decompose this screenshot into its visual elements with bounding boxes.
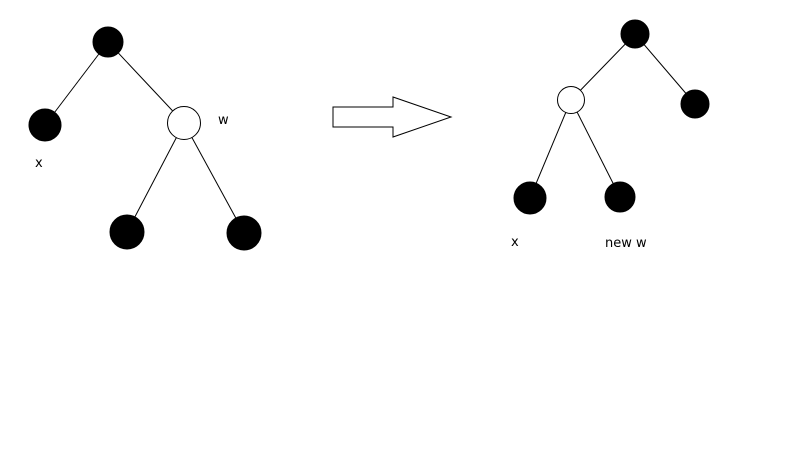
after-edge-w-x [529, 99, 572, 199]
after-tree: x new w [511, 19, 710, 251]
before-edge-root-x [44, 41, 109, 126]
after-new-w-node [604, 181, 636, 213]
after-x-node [513, 181, 547, 215]
before-root-node [92, 26, 124, 58]
right-arrow-icon [332, 96, 453, 138]
after-edge-root-w [570, 33, 636, 101]
before-edge-root-w [107, 41, 185, 124]
after-edge-root-right [634, 33, 696, 105]
before-w-label: w [218, 113, 229, 128]
before-w-left-child-node [109, 214, 145, 250]
before-w-right-child-node [226, 215, 262, 251]
before-edge-w-right [183, 122, 245, 234]
after-w-node [557, 86, 585, 114]
after-edge-w-new-w [570, 99, 621, 198]
after-right-child-node [680, 89, 710, 119]
before-tree: x w [28, 26, 262, 251]
before-x-node [28, 108, 62, 142]
before-x-label: x [35, 156, 43, 171]
after-root-node [620, 19, 650, 49]
before-w-node [167, 106, 201, 140]
after-x-label: x [511, 235, 519, 250]
after-new-w-label: new w [605, 236, 647, 251]
before-edge-w-left [126, 122, 185, 233]
